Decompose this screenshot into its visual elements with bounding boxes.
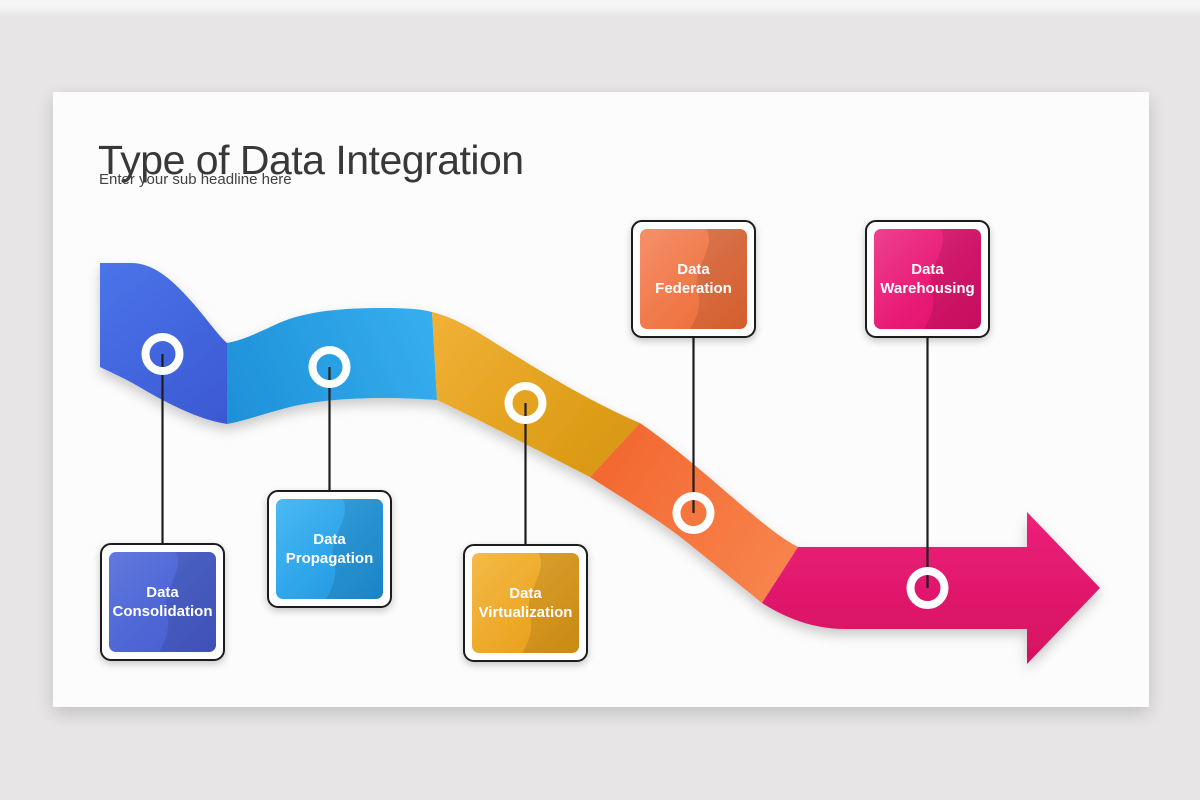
wave-decoration	[522, 553, 579, 653]
stage-marker-ring-consolidation	[141, 333, 184, 375]
stage-box-fill: Data Consolidation	[109, 552, 216, 652]
ribbon-segment-warehousing-arrow	[762, 512, 1100, 664]
stage-marker-ring-federation	[672, 492, 715, 534]
stage-box-consolidation: Data Consolidation	[100, 543, 225, 661]
stage-box-warehousing: Data Warehousing	[865, 220, 990, 338]
page-subtitle: Enter your sub headline here	[99, 171, 292, 188]
ribbon-segment-propagation	[227, 308, 437, 424]
stage-label: Data Warehousing	[880, 261, 975, 297]
stage-label: Data Virtualization	[478, 585, 573, 621]
wave-decoration	[326, 499, 383, 599]
stage-box-fill: Data Warehousing	[874, 229, 981, 329]
ribbon-band	[100, 263, 1100, 664]
stage-marker-ring-warehousing	[906, 567, 949, 609]
stage-box-fill: Data Virtualization	[472, 553, 579, 653]
stage-box-federation: Data Federation	[631, 220, 756, 338]
stage-label: Data Consolidation	[112, 584, 213, 620]
wave-decoration	[690, 229, 747, 329]
stage-box-virtualization: Data Virtualization	[463, 544, 588, 662]
stage-label: Data Propagation	[285, 531, 374, 567]
stage-marker-ring-virtualization	[504, 382, 547, 424]
ribbon-segment-consolidation	[100, 263, 227, 424]
wave-decoration	[159, 552, 216, 652]
wave-decoration	[924, 229, 981, 329]
stage-box-propagation: Data Propagation	[267, 490, 392, 608]
connector-lines	[161, 337, 929, 588]
stage-box-fill: Data Federation	[640, 229, 747, 329]
stage-markers	[141, 333, 949, 609]
stage-marker-ring-propagation	[308, 346, 351, 388]
page-title: Type of Data Integration	[98, 137, 524, 184]
stage-box-fill: Data Propagation	[276, 499, 383, 599]
stage-label: Data Federation	[655, 261, 732, 297]
